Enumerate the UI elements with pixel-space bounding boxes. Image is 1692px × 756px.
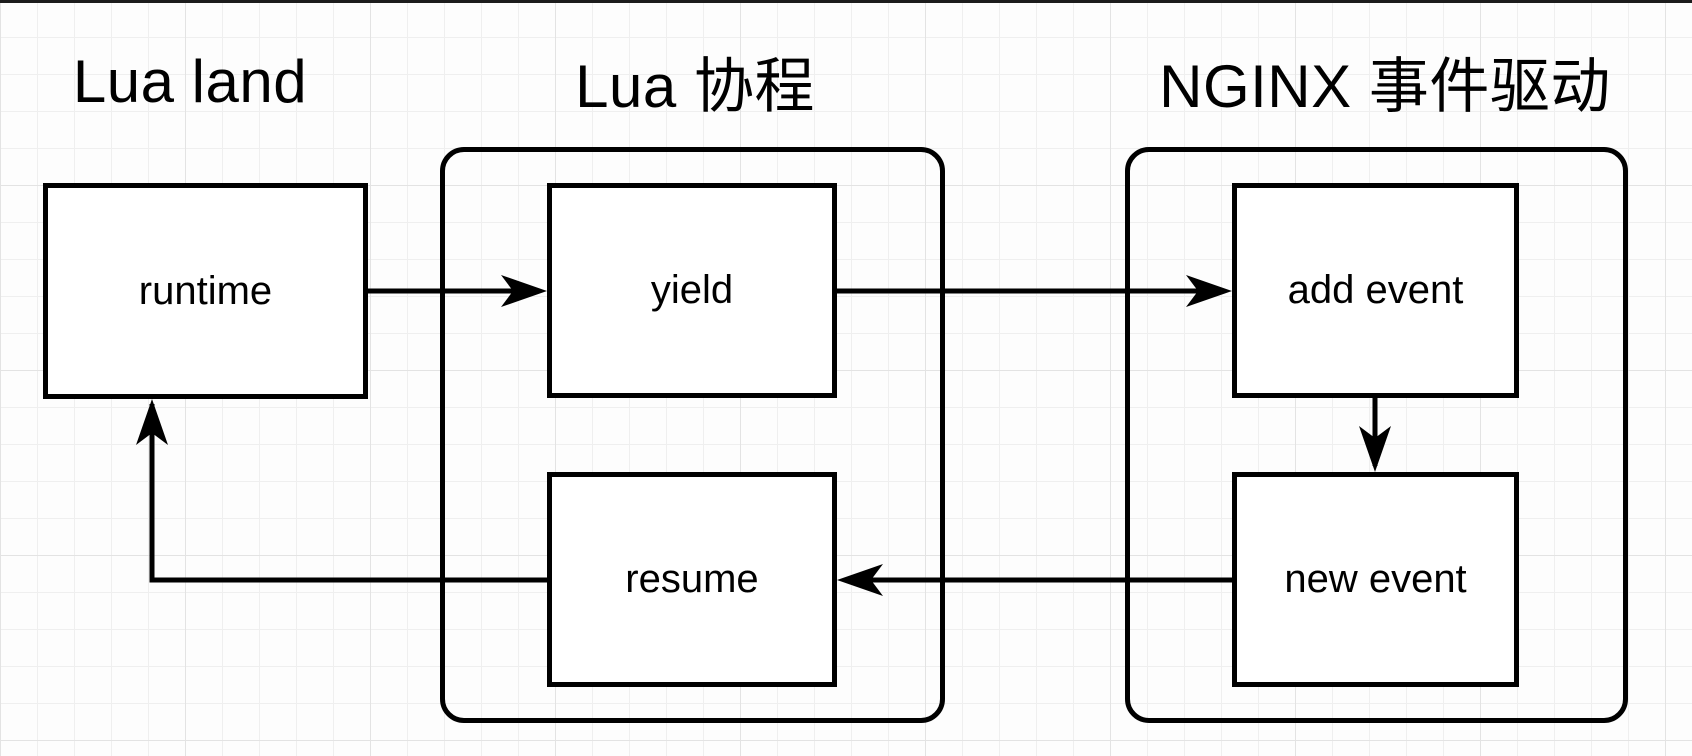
node-add-event-label: add event: [1287, 268, 1464, 312]
top-edge-line: [0, 0, 1692, 3]
column-title-lua-land: Lua land: [72, 47, 308, 115]
node-resume: resume: [547, 472, 837, 687]
column-title-lua-coroutine: Lua 协程: [575, 52, 815, 120]
node-yield: yield: [547, 183, 837, 398]
arrowhead-up-icon: [136, 399, 168, 445]
node-yield-label: yield: [650, 268, 734, 312]
node-new-event: new event: [1232, 472, 1519, 687]
node-resume-label: resume: [625, 557, 759, 601]
node-add-event: add event: [1232, 183, 1519, 398]
column-title-nginx-event-driven: NGINX 事件驱动: [1159, 52, 1611, 120]
group-box-nginx-event-driven: [1125, 147, 1628, 723]
node-runtime: runtime: [43, 183, 368, 399]
node-new-event-label: new event: [1284, 557, 1467, 601]
node-runtime-label: runtime: [138, 268, 273, 313]
